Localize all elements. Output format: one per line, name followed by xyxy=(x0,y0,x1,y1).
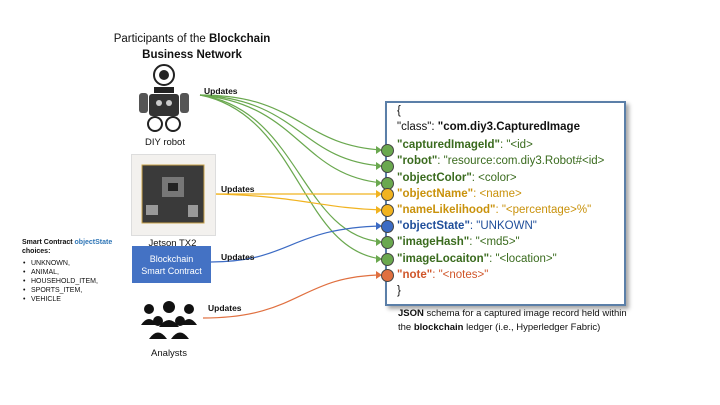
json-field-row: "objectColor": <color> xyxy=(397,172,517,184)
sc-prefix: Smart Contract xyxy=(22,239,75,246)
field-dot-red xyxy=(381,269,394,282)
analysts-icon xyxy=(141,301,197,339)
json-field-row: "note": "<notes>" xyxy=(397,269,489,281)
robot-updates-label: Updates xyxy=(204,86,238,96)
diagram-title: Participants of the Blockchain Business … xyxy=(92,31,292,63)
field-dot-blue xyxy=(381,220,394,233)
field-dot-green xyxy=(381,253,394,266)
caption-text1: schema for a captured image record held … xyxy=(398,308,627,333)
connector-jetson-nameLikelihood xyxy=(213,193,383,211)
connector-robot-capturedImageId xyxy=(199,94,383,151)
connector-robot-objectColor xyxy=(199,94,383,184)
caption-text2: ledger (i.e., Hyperledger Fabric) xyxy=(463,322,601,333)
sc-choices-list: UNKNOWN, ANIMAL, HOUSEHOLD_ITEM, SPORTS_… xyxy=(22,259,152,304)
json-field-row: "imageHash": "<md5>" xyxy=(397,236,520,248)
connector-robot-robot xyxy=(199,94,383,167)
title-line1-bold: Blockchain xyxy=(208,33,271,45)
json-class-value: "com.diy3.CapturedImage xyxy=(437,121,580,133)
field-dot-orange xyxy=(381,188,394,201)
title-line2-bold: Business Network xyxy=(142,49,242,61)
caption-bold-blockchain: blockchain xyxy=(413,322,464,333)
json-field-row: "objectName": <name> xyxy=(397,188,522,200)
smart-contract-label-line2: Smart Contract xyxy=(141,265,202,276)
robot-icon xyxy=(139,64,189,132)
connector-robot-imageHash xyxy=(199,94,383,243)
json-open-brace: { xyxy=(397,105,401,117)
connector-analysts-note xyxy=(202,274,383,319)
sc-highlight: objectState xyxy=(74,239,113,246)
contract-updates-label: Updates xyxy=(221,252,255,262)
connector-robot-imageLocation xyxy=(199,94,383,260)
json-caption: JSON schema for a captured image record … xyxy=(398,307,628,335)
json-schema-box xyxy=(385,101,626,306)
sc-suffix: choices: xyxy=(22,248,51,255)
sc-choice: ANIMAL, xyxy=(23,268,152,277)
field-dot-green xyxy=(381,236,394,249)
analysts-label: Analysts xyxy=(151,348,187,359)
robot-label: DIY robot xyxy=(145,137,185,148)
jetson-board-icon xyxy=(141,164,205,224)
json-close-brace: } xyxy=(397,285,401,297)
json-class-key: "class": xyxy=(397,121,438,133)
title-line1-text: Participants of the xyxy=(113,33,209,45)
smart-contract-choices-panel: Smart Contract objectState choices: UNKN… xyxy=(22,238,152,304)
sc-choice: HOUSEHOLD_ITEM, xyxy=(23,277,152,286)
json-field-row: "capturedImageId": "<id> xyxy=(397,139,533,151)
json-field-row: "imageLocaiton": "<location>" xyxy=(397,253,557,265)
analysts-updates-label: Updates xyxy=(208,303,242,313)
sc-choice: VEHICLE xyxy=(23,295,152,304)
json-field-row: "nameLikelihood": "<percentage>%" xyxy=(397,204,592,216)
json-class-line: "class": "com.diy3.CapturedImage xyxy=(397,119,580,135)
field-dot-orange xyxy=(381,204,394,217)
json-field-row: "robot": "resource:com.diy3.Robot#<id> xyxy=(397,155,605,167)
json-field-row: "objectState": "UNKOWN" xyxy=(397,220,537,232)
connector-contract-objectState xyxy=(210,225,383,263)
jetson-board-image xyxy=(131,154,216,236)
caption-bold-json: JSON xyxy=(398,308,424,319)
jetson-updates-label: Updates xyxy=(221,184,255,194)
sc-choice: SPORTS_ITEM, xyxy=(23,286,152,295)
sc-choice: UNKNOWN, xyxy=(23,259,152,268)
jetson-label: Jetson TX2 xyxy=(148,238,197,249)
smart-contract-label-line1: Blockchain xyxy=(149,253,194,264)
field-dot-green xyxy=(381,160,394,173)
field-dot-green xyxy=(381,144,394,157)
